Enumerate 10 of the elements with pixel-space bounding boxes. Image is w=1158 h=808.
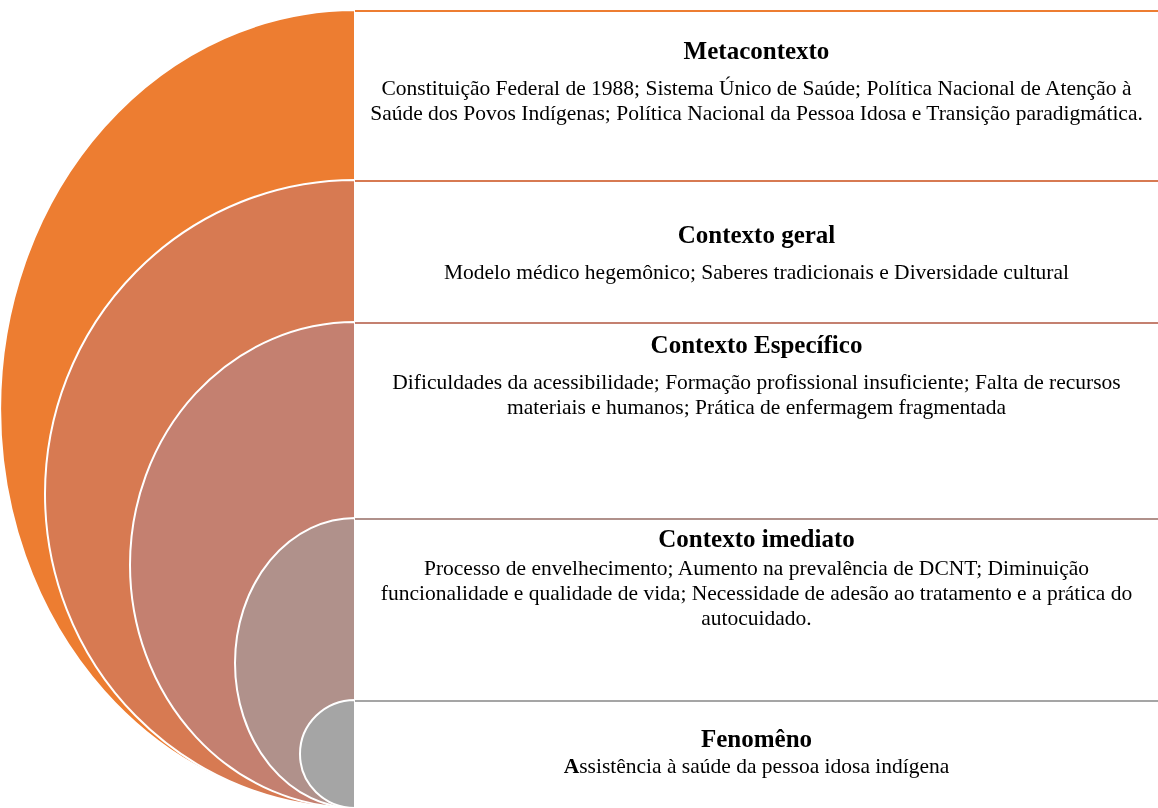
band-heading: Contexto geral	[677, 220, 836, 250]
band-heading: Contexto Específico	[650, 330, 863, 360]
band-heading: Contexto imediato	[658, 524, 855, 554]
band-heading: Fenomêno	[700, 724, 813, 754]
band-description: Modelo médico hegemônico; Saberes tradicionais e Diversidade cultural	[443, 260, 1070, 285]
band-description: Assistência à saúde da pessoa idosa indígena	[563, 754, 950, 779]
band-description: Processo de envelhecimento; Aumento na prevalência de DCNT; Diminuição funcionalidade e qualidade de vida; Necessidade de adesão ao tratamento e a prática do autocuidado.	[379, 556, 1134, 631]
band-heading: Metacontexto	[683, 36, 830, 66]
band-description: Constituição Federal de 1988; Sistema Único de Saúde; Política Nacional de Atenção à Saúde dos Povos Indígenas; Política Nacional da Pessoa Idosa e Transição paradigmática.	[369, 76, 1144, 126]
band-description: Dificuldades da acessibilidade; Formação profissional insuficiente; Falta de recursos materiais e humanos; Prática de enfermagem fragmentada	[391, 370, 1122, 420]
